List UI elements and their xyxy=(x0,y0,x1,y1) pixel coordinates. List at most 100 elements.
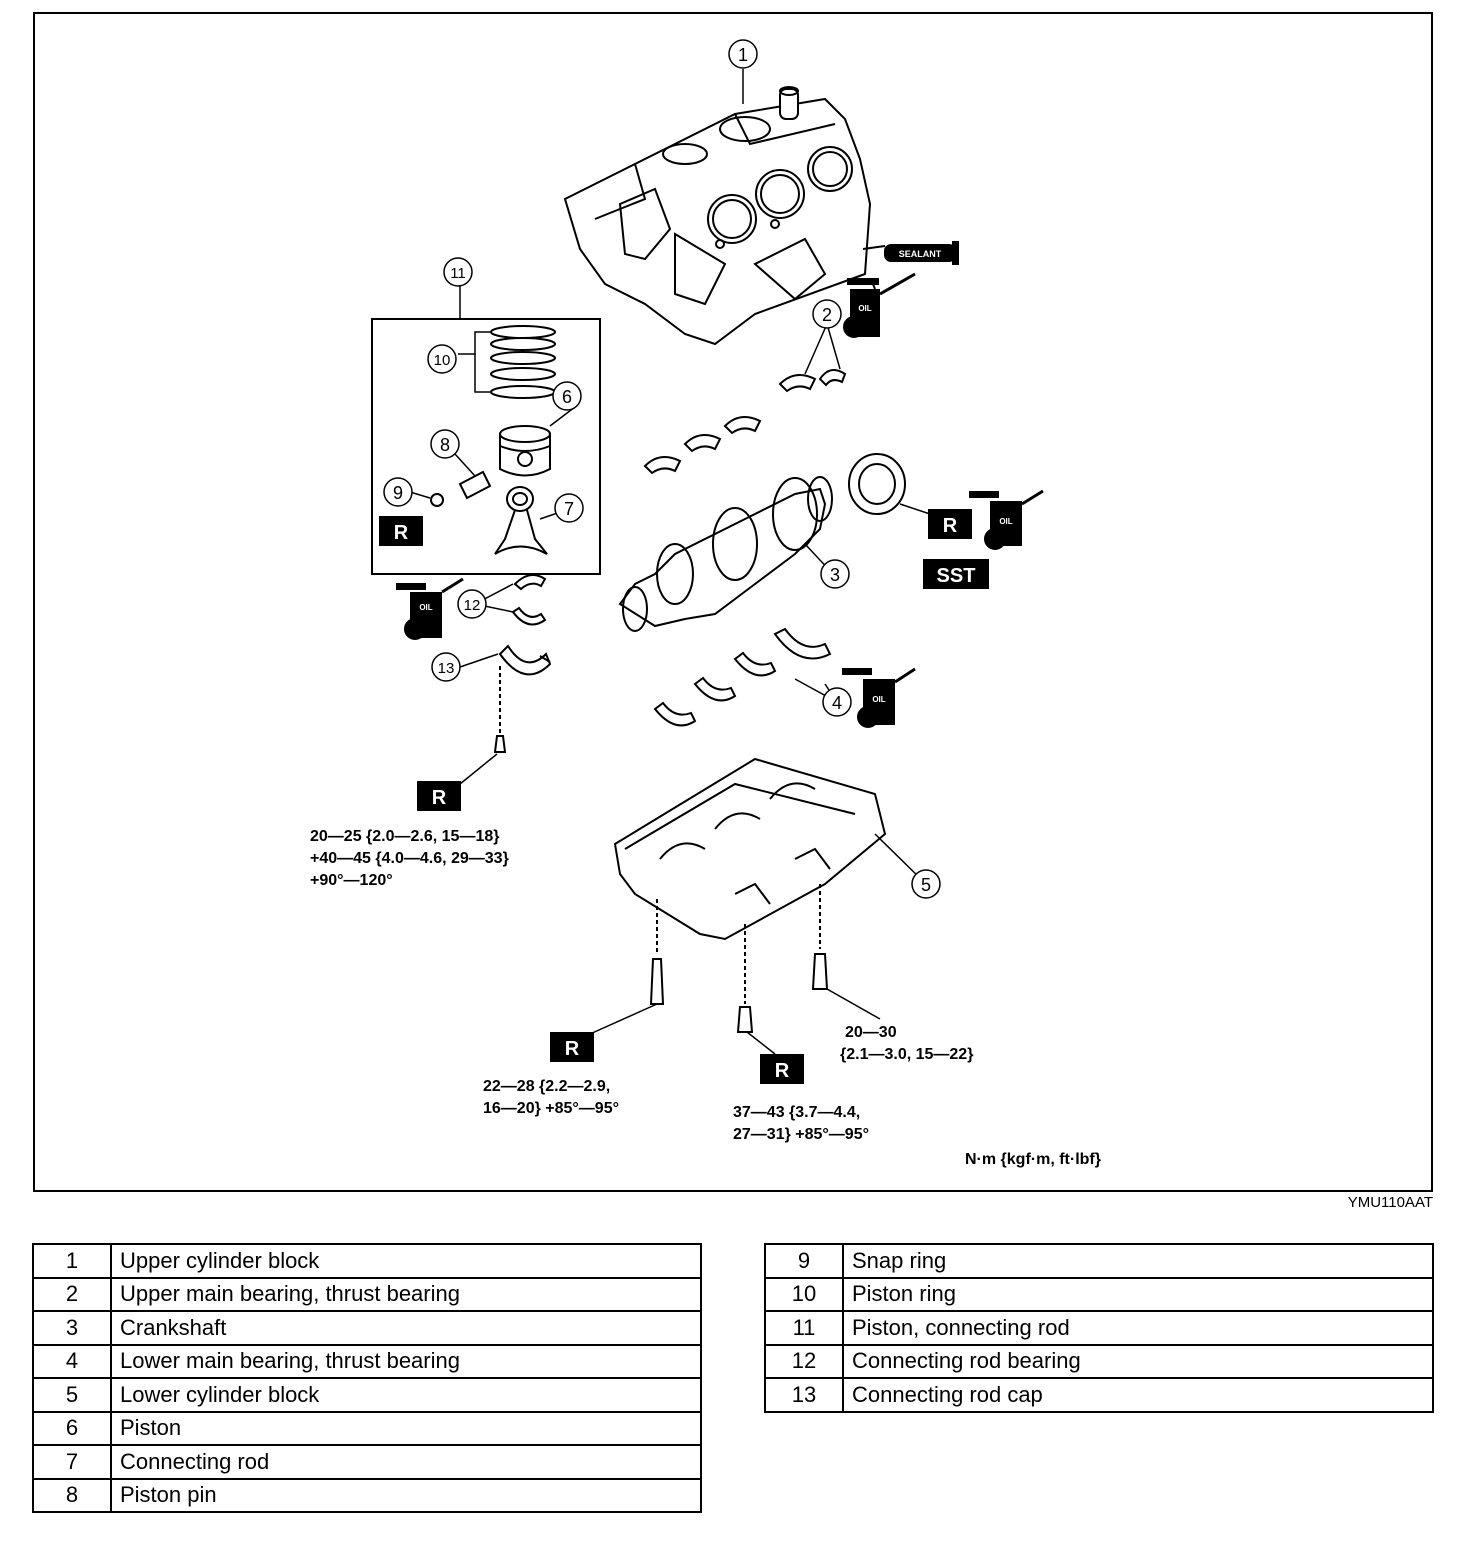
torque-units: N·m {kgf·m, ft·lbf} xyxy=(965,1151,1101,1168)
callout-11 xyxy=(443,257,473,287)
callout-5-label: 5 xyxy=(921,875,931,895)
part-number: 13 xyxy=(764,1377,844,1413)
oil-label: OIL xyxy=(872,695,885,704)
oil-label: OIL xyxy=(858,304,871,313)
connecting-rod-cap-drawing xyxy=(493,644,552,753)
callout-9-label: 9 xyxy=(393,483,403,503)
replace-badge-icon xyxy=(928,509,972,539)
callout-7-label: 7 xyxy=(564,499,574,519)
torque-bolt-b-line-2: 27—31} +85°—95° xyxy=(733,1126,869,1143)
torque-rod-cap-line-1: 20—25 {2.0—2.6, 15—18} xyxy=(310,828,499,845)
lower-main-bearing-drawing xyxy=(653,627,832,727)
part-name: Lower cylinder block xyxy=(110,1377,702,1413)
crankshaft-drawing xyxy=(618,476,833,632)
torque-bolt-b-line-1: 37—43 {3.7—4.4, xyxy=(733,1104,860,1121)
part-name: Piston pin xyxy=(110,1477,702,1513)
diagram-drawing: R R SST R R R SEALANT OIL OIL OIL OIL 1 … xyxy=(310,39,1101,1168)
callout-2-label: 2 xyxy=(822,305,832,325)
sst-badge-label: SST xyxy=(937,565,976,587)
upper-cylinder-block-drawing xyxy=(563,86,872,346)
callout-7 xyxy=(554,493,584,523)
callout-10 xyxy=(427,344,457,374)
callout-9 xyxy=(383,477,413,507)
callout-5 xyxy=(911,869,941,899)
replace-badge-icon xyxy=(379,516,423,546)
piston-pin-drawing xyxy=(458,470,492,500)
replace-badge-label: R xyxy=(394,522,409,544)
torque-specs: 20—25 {2.0—2.6, 15—18} +40—45 {4.0—4.6, … xyxy=(310,828,1101,1168)
snap-ring-drawing xyxy=(430,493,444,507)
lower-cylinder-block-drawing xyxy=(613,757,887,941)
part-name: Piston xyxy=(110,1410,702,1446)
part-number: 7 xyxy=(32,1444,112,1480)
connecting-rod-bearing-drawing xyxy=(511,574,547,626)
part-number: 8 xyxy=(32,1477,112,1513)
piston-drawing xyxy=(499,425,551,477)
torque-bolt-a-line-1: 22—28 {2.2—2.9, xyxy=(483,1078,610,1095)
part-number: 1 xyxy=(32,1243,112,1279)
callout-12 xyxy=(457,589,487,619)
part-name: Lower main bearing, thrust bearing xyxy=(110,1343,702,1379)
callout-12-label: 12 xyxy=(464,597,481,614)
callouts xyxy=(383,39,941,899)
badges xyxy=(417,509,989,1084)
part-name: Piston, connecting rod xyxy=(842,1310,1434,1346)
part-name: Upper cylinder block xyxy=(110,1243,702,1279)
piston-rings-drawing xyxy=(490,325,556,399)
replace-badge-label: R xyxy=(775,1060,790,1082)
replace-badge-label: R xyxy=(943,515,958,537)
oil-label: OIL xyxy=(999,517,1012,526)
part-name: Connecting rod xyxy=(110,1444,702,1480)
part-number: 6 xyxy=(32,1410,112,1446)
callout-2 xyxy=(812,299,842,329)
oil-can-icon xyxy=(842,667,916,728)
part-number: 4 xyxy=(32,1343,112,1379)
torque-rod-cap-line-3: +90°—120° xyxy=(310,872,393,889)
part-number: 2 xyxy=(32,1276,112,1312)
piston-assembly-box xyxy=(371,318,601,575)
oil-can-icon xyxy=(843,272,916,338)
callout-3 xyxy=(820,559,850,589)
sst-badge-icon xyxy=(923,559,989,589)
oil-can-icon xyxy=(969,489,1044,550)
oil-can-icon xyxy=(396,577,464,640)
sealant-label: SEALANT xyxy=(899,249,942,259)
part-name: Connecting rod bearing xyxy=(842,1343,1434,1379)
callout-13 xyxy=(431,652,461,682)
torque-bolt-a-line-2: 16—20} +85°—95° xyxy=(483,1100,619,1117)
sealant-tube-icon xyxy=(862,241,959,265)
part-name: Crankshaft xyxy=(110,1310,702,1346)
replace-badge-icon xyxy=(550,1032,594,1062)
upper-main-bearing-drawing xyxy=(643,369,847,475)
torque-bolt-c-line-1: 20—30 xyxy=(845,1024,897,1041)
exploded-diagram: R R SST R R R SEALANT OIL OIL OIL OIL 1 … xyxy=(33,12,1433,1192)
part-number: 5 xyxy=(32,1377,112,1413)
part-name: Snap ring xyxy=(842,1243,1434,1279)
torque-rod-cap-line-2: +40—45 {4.0—4.6, 29—33} xyxy=(310,850,509,867)
replace-badge-icon xyxy=(760,1054,804,1084)
callout-1-label: 1 xyxy=(738,45,748,65)
replace-badge-icon xyxy=(417,781,461,811)
callout-4-label: 4 xyxy=(832,693,842,713)
oil-label: OIL xyxy=(419,603,432,612)
callout-6-label: 6 xyxy=(562,387,572,407)
callout-11-label: 11 xyxy=(450,265,466,282)
part-number: 11 xyxy=(764,1310,844,1346)
part-number: 3 xyxy=(32,1310,112,1346)
callout-8-label: 8 xyxy=(440,435,450,455)
callout-8 xyxy=(430,429,460,459)
